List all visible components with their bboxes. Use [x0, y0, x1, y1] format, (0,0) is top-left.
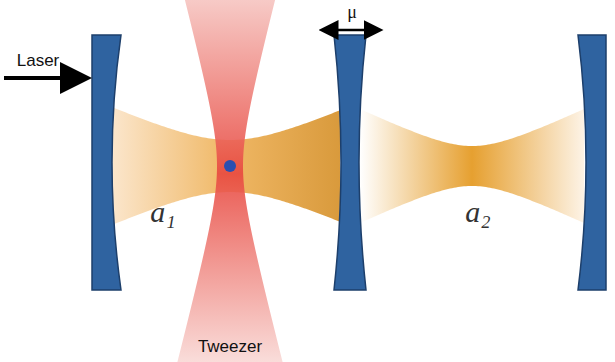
end-mirror — [578, 35, 606, 290]
laser-label: Laser — [17, 52, 60, 69]
atom — [224, 160, 236, 172]
motion-arrow — [326, 29, 376, 32]
input-mirror — [92, 35, 121, 290]
mode-label: a₂ — [465, 197, 490, 227]
mode-label: a₁ — [150, 197, 175, 227]
coupling-label: μ — [347, 3, 357, 21]
tweezer-beam — [176, 0, 283, 362]
tweezer-label: Tweezer — [198, 338, 262, 355]
laser-arrow — [4, 76, 80, 80]
moving-mirror — [334, 35, 366, 290]
